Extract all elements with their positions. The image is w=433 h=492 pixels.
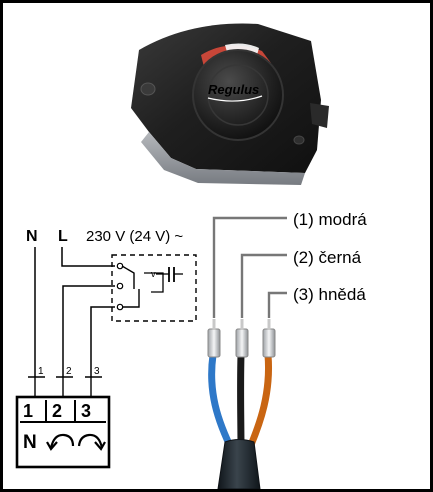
wiring-diagram: Regulus N L 230 V (24 V) ~ v	[15, 23, 367, 489]
actuator-device: Regulus	[131, 23, 329, 185]
arrow-head	[46, 441, 58, 451]
terminal-block: 1 2 3 1 2 3 N	[15, 366, 111, 469]
pin-number-1: 1	[38, 366, 44, 377]
wire-label-3: (3) hnědá	[293, 285, 366, 304]
terminal-1: 1	[23, 401, 33, 421]
brand-logo: Regulus	[208, 82, 259, 97]
mounting-screw-icon	[140, 82, 156, 96]
pin-number-2: 2	[66, 366, 72, 377]
arrow-head	[94, 441, 106, 451]
pin-number-3: 3	[94, 366, 100, 377]
ferrule-2	[235, 319, 249, 358]
wire-label-1: (1) modrá	[293, 210, 367, 229]
leader-line-1	[212, 216, 287, 318]
actuator-side-tab	[310, 103, 329, 128]
terminal-2-wire	[62, 285, 115, 377]
leader-line-3	[267, 291, 287, 318]
contact-icon	[116, 303, 124, 311]
counterclockwise-arrow-icon	[49, 433, 75, 449]
actuator-base	[141, 132, 305, 185]
terminal-box	[15, 395, 111, 469]
mounting-screw-icon	[293, 135, 305, 145]
wire-label-2: (2) černá	[293, 248, 362, 267]
cable-group	[207, 216, 287, 489]
knob-ring	[207, 64, 269, 126]
contact-icon	[116, 282, 124, 290]
switch-symbol-icon: v	[151, 269, 156, 279]
wiring-schematic: v	[34, 247, 197, 377]
neutral-terminal-label: N	[23, 432, 37, 453]
contact-icon	[116, 262, 124, 270]
relay-enclosure-dashed	[111, 254, 197, 322]
terminal-2: 2	[52, 401, 62, 421]
manual-override-knob	[192, 49, 284, 141]
relay-switch-icon	[122, 289, 140, 308]
ferrule-1	[207, 319, 221, 358]
ferrule-3	[262, 319, 276, 358]
relay-switch-icon	[121, 265, 135, 289]
terminal-3-wire	[90, 306, 115, 377]
cable-jacket	[217, 439, 261, 489]
motor-lead-icon	[144, 272, 164, 293]
clockwise-arrow-icon	[77, 433, 104, 449]
brown-wire	[244, 351, 273, 456]
blue-wire	[208, 351, 237, 456]
voltage-label: 230 V (24 V) ~	[86, 228, 183, 245]
neutral-label: N	[26, 228, 38, 245]
line-wire	[61, 247, 115, 267]
line-label: L	[58, 228, 68, 245]
logo-swoosh	[207, 95, 263, 102]
terminal-3: 3	[81, 401, 91, 421]
leader-line-2	[240, 253, 287, 318]
